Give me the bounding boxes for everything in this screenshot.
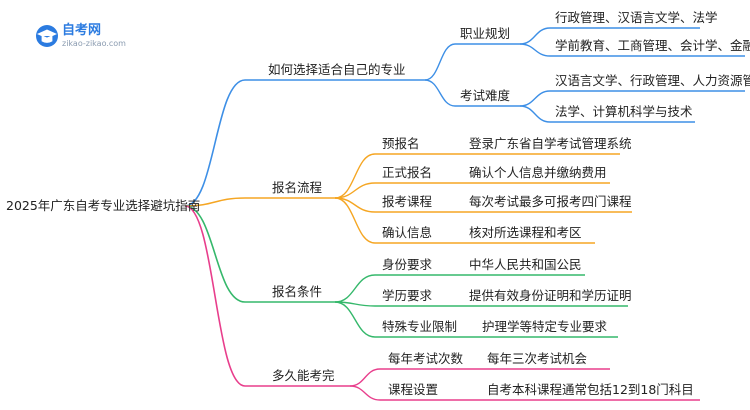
leaf-career-majors-2: 学前教育、工商管理、会计学、金融学 [555,38,750,53]
node-course-reg[interactable]: 报考课程 [382,194,433,209]
connector-exam-difficulty [424,79,456,107]
node-exam-times[interactable]: 每年考试次数 [388,351,464,366]
connector-root-branch-4 [184,205,265,387]
leaf-course-reg-detail: 每次考试最多可报考四门课程 [469,194,632,209]
branch-choose-major[interactable]: 如何选择适合自己的专业 [268,62,406,77]
leaf-exam-times-detail: 每年三次考试机会 [487,351,588,366]
root-topic[interactable]: 2025年广东自考专业选择避坑指南 [6,198,200,213]
blue-connectors [424,27,745,123]
site-logo[interactable]: 自考网 zikao-zikao.com [36,22,126,48]
connector-root-branch-3 [184,205,265,303]
leaf-education-req-detail: 提供有效身份证明和学历证明 [469,288,632,303]
connector-career-1 [519,27,700,45]
node-exam-difficulty[interactable]: 考试难度 [460,88,511,103]
connector-prereg [334,153,450,199]
connector-difficulty-2 [519,105,695,123]
orange-connectors [334,153,632,244]
node-identity-req[interactable]: 身份要求 [382,257,433,272]
connector-career-2 [519,43,745,57]
node-course-setup[interactable]: 课程设置 [388,382,438,397]
connector-course-reg [334,197,450,213]
node-special-limit[interactable]: 特殊专业限制 [382,319,457,334]
leaf-course-setup-detail: 自考本科课程通常包括12到18门科目 [487,382,694,397]
graduation-cap-icon [37,29,57,43]
logo-title: 自考网 [62,22,101,38]
green-connectors [334,274,628,338]
leaf-difficulty-majors-1: 汉语言文学、行政管理、人力资源管理 [555,73,750,88]
connector-course-setup [349,385,475,401]
branch-completion-time[interactable]: 多久能考完 [272,368,335,383]
branch-registration-requirements[interactable]: 报名条件 [272,284,322,299]
leaf-identity-req-detail: 中华人民共和国公民 [469,257,582,272]
root-connectors [184,79,265,387]
leaf-special-limit-detail: 护理学等特定专业要求 [482,319,608,334]
node-prereg[interactable]: 预报名 [382,136,420,151]
connector-root-branch-1 [184,79,265,207]
pink-connectors [349,368,700,401]
leaf-career-majors-1: 行政管理、汉语言文学、法学 [555,10,718,25]
level1-underlines [265,79,425,387]
branch-registration-process[interactable]: 报名流程 [272,180,323,195]
leaf-formal-reg-detail: 确认个人信息并缴纳费用 [469,165,607,180]
connector-formal-reg [334,182,450,199]
connector-exam-times [349,368,475,387]
leaf-confirm-info-detail: 核对所选课程和考区 [469,225,582,240]
node-education-req[interactable]: 学历要求 [382,288,433,303]
node-confirm-info[interactable]: 确认信息 [382,225,432,240]
connector-difficulty-1 [519,90,745,107]
leaf-prereg-detail: 登录广东省自学考试管理系统 [469,136,632,151]
node-career-planning[interactable]: 职业规划 [460,26,510,41]
connector-identity-req [334,274,450,303]
connector-career-planning [424,43,456,81]
logo-subtitle: zikao-zikao.com [62,39,126,48]
connector-root-branch-2 [184,197,265,207]
node-formal-reg[interactable]: 正式报名 [382,165,432,180]
leaf-difficulty-majors-2: 法学、计算机科学与技术 [555,104,693,119]
connector-special-limit [334,301,470,338]
connector-confirm-info [334,197,450,244]
connector-education-req [334,301,450,307]
